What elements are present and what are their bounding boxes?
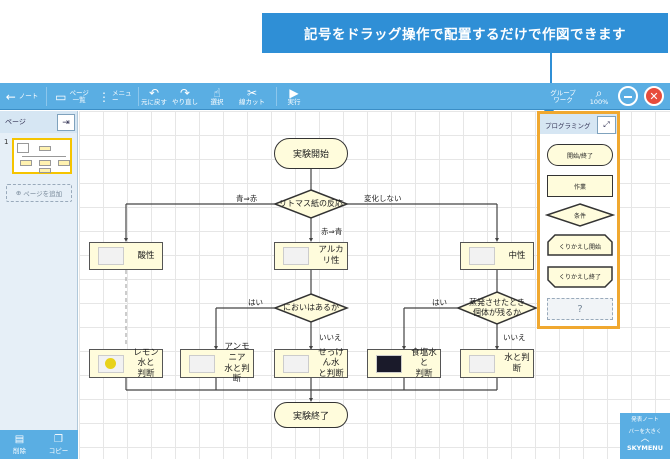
copy-button[interactable]: ❐ コピー	[48, 434, 69, 455]
note-back-button[interactable]: ← ノート	[5, 89, 39, 104]
edge-label-no-1: いいえ	[319, 333, 342, 342]
edge-label-red-blue: 赤⇒青	[321, 227, 343, 236]
palette-loop-start-shape[interactable]	[547, 234, 613, 256]
image-icon	[469, 247, 495, 265]
edge-label-no-change: 変化しない	[364, 194, 402, 203]
delete-button[interactable]: ▤ 削除	[13, 434, 26, 455]
result-water[interactable]: 水と判断	[460, 349, 534, 378]
minimize-icon	[624, 96, 632, 98]
page-list-panel	[0, 133, 78, 430]
page-thumbnail[interactable]	[12, 138, 72, 174]
start-terminal[interactable]: 実験開始	[274, 138, 348, 169]
copy-icon: ❐	[54, 434, 63, 445]
skymenu-badge[interactable]: 発表ノート バーを大きく ︿ SKYMENU	[620, 413, 670, 459]
undo-button[interactable]: ↶ 元に戻す	[141, 86, 167, 107]
page-panel-bottom-bar	[0, 430, 78, 459]
redo-icon: ↷	[179, 86, 191, 101]
page-list-icon: ▭	[55, 89, 67, 104]
salt-image-icon	[376, 354, 402, 373]
palette-loop-end-label: くりかえし終了	[558, 273, 601, 281]
edge-label-blue-red: 青⇒赤	[236, 194, 258, 203]
expand-palette-icon[interactable]: ⤢	[597, 116, 616, 134]
plus-circle-icon: ⊕	[15, 189, 22, 197]
page-panel-header: ページ ⇥	[0, 111, 78, 133]
result-lemon[interactable]: レモン水と 判断	[89, 348, 163, 379]
process-acid[interactable]: 酸性	[89, 242, 163, 270]
palette-unknown[interactable]: ?	[547, 298, 613, 320]
chevron-up-icon: ︿	[640, 434, 650, 444]
programming-palette-header: プログラミング ⤢	[540, 114, 617, 134]
decision-evaporate-label[interactable]: 蒸発させたとき 個体が残るか	[469, 298, 525, 317]
end-terminal[interactable]: 実験終了	[274, 402, 348, 428]
page-list-button[interactable]: ▭ ページ 一覧	[55, 88, 89, 104]
back-arrow-icon: ←	[5, 89, 16, 104]
minimize-button[interactable]	[618, 86, 638, 106]
decision-smell-shape	[272, 293, 350, 323]
palette-start-end[interactable]: 開始/終了	[547, 144, 613, 166]
zoom-control[interactable]: ⌕ 100%	[589, 86, 609, 107]
group-work-button[interactable]: グループ ワーク	[550, 88, 576, 104]
callout-pointer-line	[550, 53, 552, 111]
palette-operation[interactable]: 作業	[547, 175, 613, 197]
menu-button[interactable]: ⋮ メニュー	[98, 88, 132, 104]
soap-image-icon	[283, 354, 309, 373]
decision-litmus-shape	[272, 189, 350, 219]
result-soap-water[interactable]: せっけん水 と判断	[274, 348, 348, 379]
process-neutral[interactable]: 中性	[460, 242, 534, 270]
magnifier-icon: ⌕	[595, 86, 603, 101]
image-icon	[98, 247, 124, 265]
palette-loop-end-shape[interactable]	[547, 266, 613, 288]
palette-loop-start-label: くりかえし開始	[558, 243, 601, 251]
edge-label-yes-2: はい	[432, 298, 447, 307]
page-thumb-number: 1	[4, 138, 9, 146]
lemon-image-icon	[98, 354, 124, 373]
run-button[interactable]: ▶ 実行	[287, 86, 301, 107]
feature-callout: 記号をドラッグ操作で配置するだけで作図できます	[262, 13, 668, 53]
ammonia-image-icon	[189, 354, 215, 373]
select-button[interactable]: ☝ 選択	[210, 86, 224, 107]
result-salt-water[interactable]: 食塩水と 判断	[367, 348, 441, 379]
redo-button[interactable]: ↷ やり直し	[172, 86, 198, 107]
close-icon: ✕	[649, 89, 659, 103]
scissors-icon: ✂	[246, 86, 258, 101]
process-alkaline[interactable]: アルカリ性	[274, 242, 348, 270]
decision-evaporate-shape	[456, 291, 538, 325]
palette-condition-shape[interactable]	[545, 202, 615, 228]
pointer-hand-icon: ☝	[213, 86, 221, 101]
edge-label-no-2: いいえ	[503, 333, 526, 342]
collapse-panel-icon[interactable]: ⇥	[57, 114, 75, 131]
lasso-cut-button[interactable]: ✂ 線カット	[239, 86, 265, 107]
edge-label-yes-1: はい	[248, 298, 263, 307]
image-icon	[283, 247, 309, 265]
delete-icon: ▤	[14, 434, 25, 445]
main-toolbar: ← ノート ▭ ページ 一覧 ⋮ メニュー ↶ 元に戻す ↷ やり直し ☝ 選択…	[0, 83, 670, 110]
undo-icon: ↶	[148, 86, 160, 101]
water-image-icon	[469, 354, 495, 373]
decision-litmus-label[interactable]: リトマス紙の反応	[279, 199, 343, 209]
add-page-button[interactable]: ⊕ ページを追加	[6, 184, 72, 202]
result-ammonia[interactable]: アンモニア 水と判断	[180, 342, 254, 384]
run-play-icon: ▶	[289, 86, 299, 101]
menu-dots-icon: ⋮	[98, 89, 110, 104]
close-button[interactable]: ✕	[644, 86, 664, 106]
palette-condition-label: 条件	[573, 212, 586, 220]
decision-smell-label[interactable]: においはあるか	[283, 303, 339, 313]
